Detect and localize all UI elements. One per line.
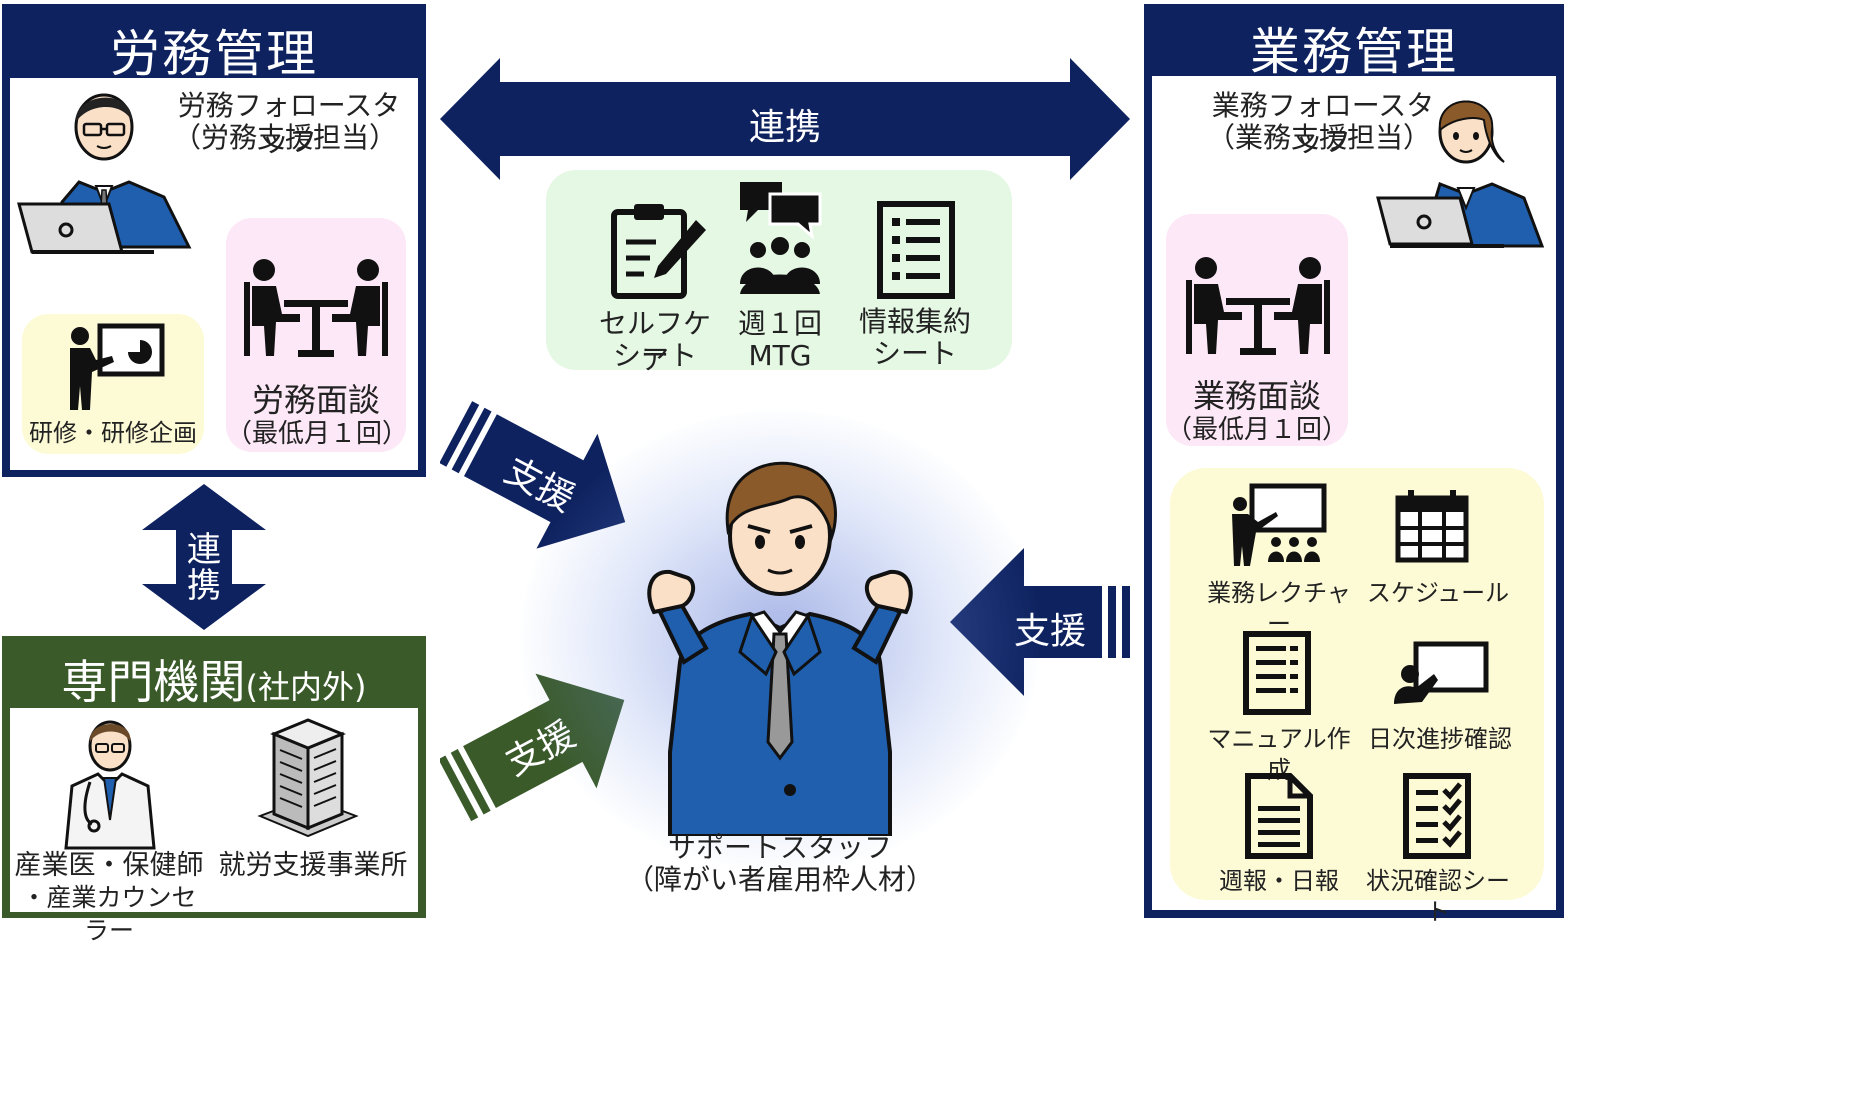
- roumu-staff-icon: [17, 93, 192, 254]
- presentation-icon: [70, 323, 165, 410]
- shared-item-1-line2: シート: [612, 339, 697, 372]
- daily-progress-icon: [1394, 641, 1489, 704]
- training-label: 研修・研修企画: [29, 419, 197, 447]
- senmon-title: 専門機関(社内外): [2, 646, 426, 709]
- doctor-icon: [64, 720, 156, 850]
- office-building-icon: [257, 718, 359, 838]
- roumu-interview-line2: （最低月１回）: [226, 419, 409, 449]
- renkei-vertical-arrow: [142, 484, 266, 630]
- weekly-report-icon: [1245, 773, 1313, 859]
- doctor-label-line2: ・産業カウンセラー: [21, 883, 197, 945]
- shared-item-1-line1: セルフケア: [598, 307, 711, 377]
- support-arrow-bottom-left: [440, 673, 625, 822]
- support-label-right: 支援: [1013, 611, 1086, 652]
- lecture-icon: [1232, 483, 1327, 566]
- renkei-vertical-char2: 携: [187, 566, 221, 606]
- support-arrow-right: [950, 548, 1130, 696]
- gyomu-staff-line2: （業務支援担当）: [1206, 121, 1431, 154]
- gyomu-tool-4-label: 日次進捗確認: [1368, 725, 1512, 753]
- meeting-chat-icon: [740, 182, 822, 294]
- gyomu-title: 業務管理: [1250, 23, 1458, 81]
- roumu-title: 労務管理: [110, 25, 318, 83]
- center-label-line2: （障がい者雇用枠人材）: [625, 863, 934, 896]
- gyomu-tool-5-label: 週報・日報: [1219, 867, 1339, 895]
- gyomu-staff-line1: 業務フォロースタッフ: [1211, 89, 1435, 159]
- gyomu-interview-line1: 業務面談: [1192, 377, 1321, 415]
- gyomu-tool-3-label: マニュアル作成: [1207, 725, 1351, 785]
- checklist-icon: [1403, 773, 1471, 859]
- gyomu-tool-6-label: 状況確認シート: [1366, 867, 1510, 927]
- doctor-label-line1: 産業医・保健師: [14, 850, 204, 881]
- support-arrow-top-left: [440, 401, 626, 549]
- gyomu-tool-2-label: スケジュール: [1366, 579, 1510, 607]
- roumu-staff-line2: （労務支援担当）: [172, 121, 397, 154]
- shared-item-2-line1: 週１回: [737, 307, 822, 340]
- senmon-title-main: 専門機関: [61, 655, 246, 709]
- shared-item-3-line1: 情報集約: [858, 305, 971, 338]
- info-sheet-icon: [877, 201, 955, 299]
- gyomu-interview-line2: （最低月１回）: [1166, 415, 1349, 445]
- gyomu-tool-1-label: 業務レクチャー: [1207, 579, 1351, 639]
- office-label: 就労支援事業所: [218, 850, 408, 881]
- renkei-horizontal-arrow: [440, 58, 1130, 180]
- senmon-title-sub: (社内外): [245, 668, 367, 706]
- clipboard-pen-icon: [611, 204, 706, 299]
- roumu-staff-line1: 労務フォロースタッフ: [177, 89, 401, 159]
- center-label-line1: サポートスタッフ: [667, 831, 892, 864]
- shared-item-2-line2: MTG: [748, 339, 812, 372]
- renkei-top-label: 連携: [748, 107, 821, 148]
- calendar-icon: [1395, 490, 1469, 563]
- renkei-vertical-char1: 連: [187, 530, 221, 570]
- support-staff-figure: [647, 461, 913, 836]
- shared-item-3-line2: シート: [872, 337, 957, 370]
- manual-icon: [1243, 631, 1311, 715]
- gyomu-staff-icon: [1376, 100, 1545, 248]
- gyomu-interview-icon: [1186, 257, 1330, 355]
- interview-icon: [244, 259, 388, 357]
- roumu-interview-line1: 労務面談: [251, 381, 380, 419]
